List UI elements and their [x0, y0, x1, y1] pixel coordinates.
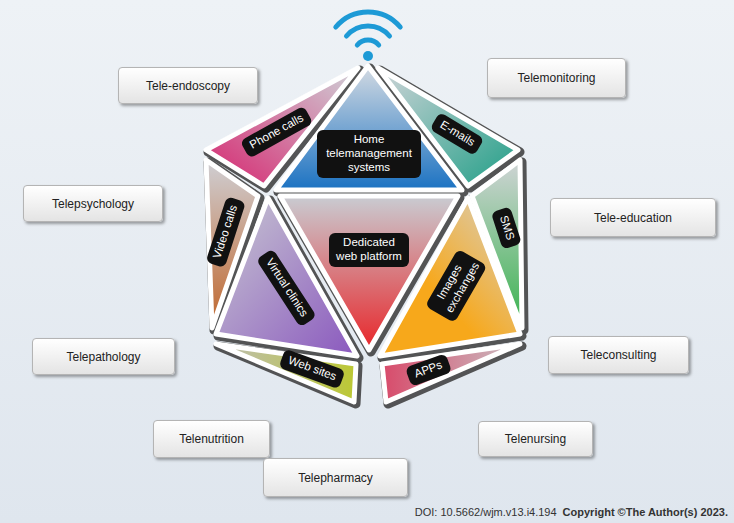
service-box: Tele-education — [550, 198, 716, 237]
service-box: Telepsychology — [23, 185, 163, 222]
copyright-note: Copyright ©The Author(s) 2023. — [563, 506, 728, 518]
service-name: Telenutrition — [179, 432, 244, 446]
service-box: Telenursing — [478, 421, 593, 457]
service-name: Telenursing — [505, 432, 566, 446]
service-box: Telepharmacy — [263, 458, 408, 497]
channel-name: Home telemanagement systems — [324, 133, 414, 174]
service-box: Telemonitoring — [487, 58, 626, 98]
service-box: Telenutrition — [153, 420, 270, 458]
channel-name: Dedicated web platform — [336, 236, 402, 264]
service-name: Telepharmacy — [298, 471, 373, 485]
service-box: Teleconsulting — [548, 336, 689, 374]
service-name: Teleconsulting — [580, 348, 656, 362]
service-name: Tele-education — [594, 211, 672, 225]
channel-tag: Home telemanagement systems — [317, 130, 421, 177]
channel-tag: Dedicated web platform — [329, 233, 409, 267]
footer-note: DOI: 10.5662/wjm.v13.i4.194 Copyright ©Th… — [409, 506, 728, 518]
service-name: Tele-endoscopy — [146, 79, 230, 93]
doi-note: DOI: 10.5662/wjm.v13.i4.194 — [415, 506, 557, 518]
service-box: Tele-endoscopy — [118, 67, 258, 104]
channel-name: SMS — [496, 214, 517, 242]
wifi-symbol — [336, 12, 400, 61]
service-name: Telepsychology — [52, 197, 134, 211]
service-name: Telepathology — [66, 350, 140, 364]
service-name: Telemonitoring — [517, 71, 595, 85]
service-box: Telepathology — [32, 338, 175, 375]
